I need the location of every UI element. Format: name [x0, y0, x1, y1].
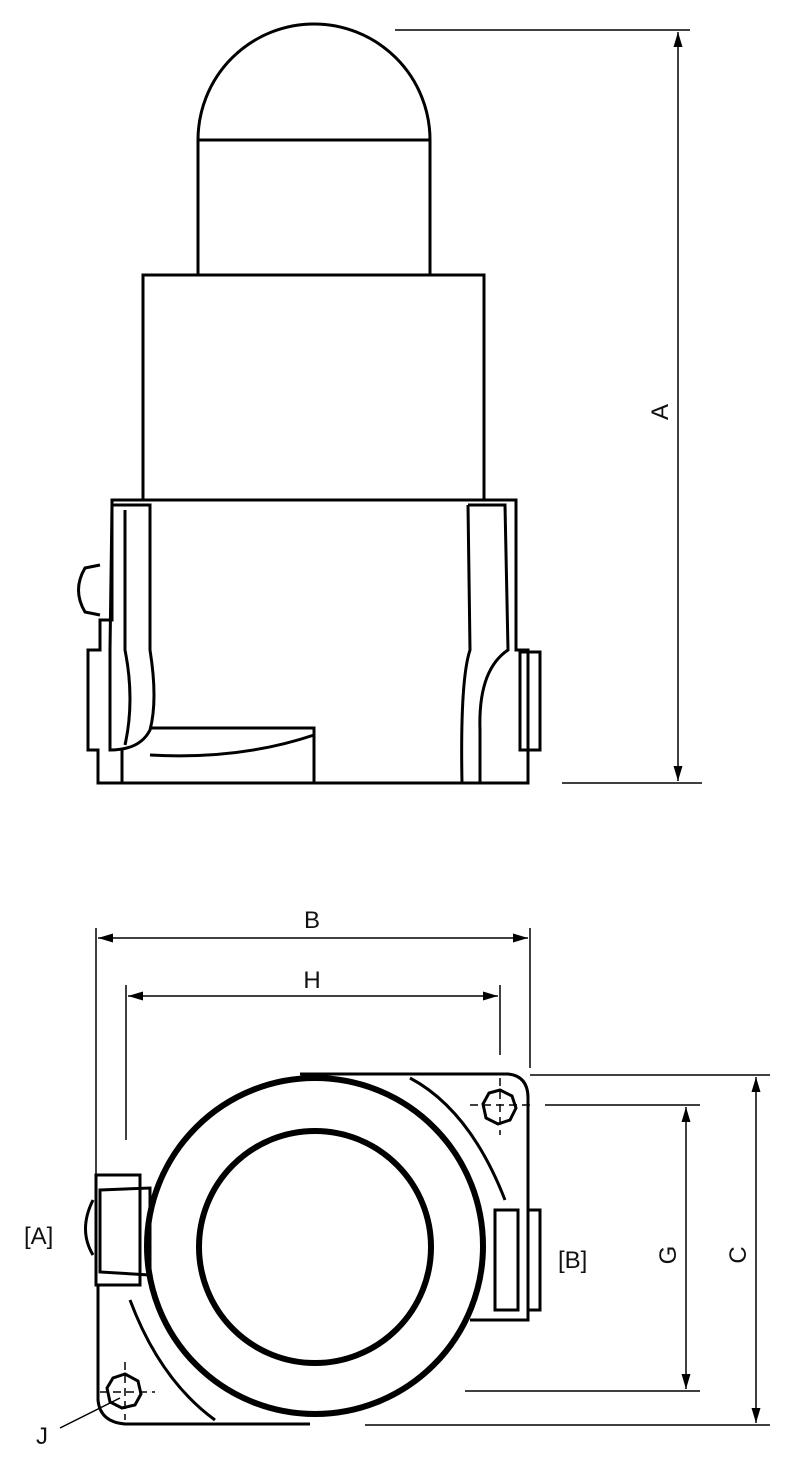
dimension-label-g: G	[655, 1246, 682, 1265]
right-rib	[460, 503, 510, 784]
left-rib	[108, 503, 156, 752]
dimension-label-j: J	[36, 1423, 48, 1450]
dimension-label-c: C	[725, 1246, 752, 1263]
left-port-gland	[77, 563, 101, 617]
base-slot	[149, 726, 316, 783]
upper-housing	[141, 273, 486, 502]
leader-line-j	[59, 1397, 121, 1429]
left-rib-inner	[123, 510, 132, 746]
side-view: A	[77, 22, 702, 785]
housing-flank	[128, 1076, 507, 1422]
dimension-label-a: A	[647, 404, 674, 420]
outer-ring	[144, 1075, 486, 1417]
bolt-hex-icon	[481, 1088, 518, 1126]
left-tab	[94, 1173, 142, 1287]
port-label-a: [A]	[24, 1223, 53, 1250]
dome-lens	[196, 22, 432, 275]
base-plate	[96, 1072, 530, 1426]
inner-ring	[196, 1128, 434, 1366]
dimension-label-b: B	[304, 907, 320, 934]
bolt-hex-icon	[105, 1372, 143, 1410]
port-label-b: [B]	[558, 1247, 587, 1274]
right-port-cap	[518, 650, 542, 752]
dimension-label-h: H	[303, 967, 320, 994]
right-gland	[493, 1208, 542, 1312]
bottom-view: B H G C [A] [B] J	[24, 907, 770, 1450]
lower-housing	[86, 498, 530, 785]
